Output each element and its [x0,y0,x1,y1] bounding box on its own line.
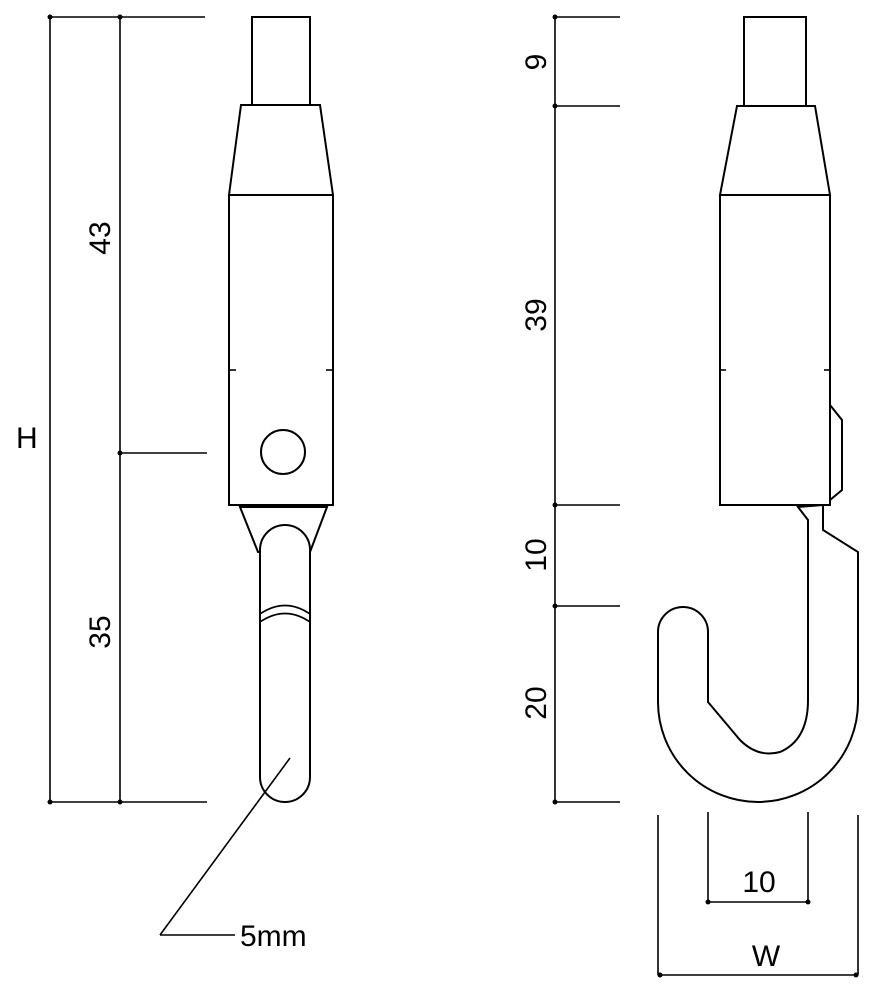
dim-neck-label: 10 [520,538,553,571]
right-view-part [657,16,859,803]
left-dimensions: H 43 35 [16,14,207,805]
hook [657,503,859,803]
dim-body-label: 39 [520,298,553,331]
dim-upper-label: 43 [84,221,117,254]
dim-total-label: H [16,422,38,455]
dim-top-label: 9 [520,54,553,71]
dim-width-label: W [752,940,781,973]
dim-lower-label: 35 [84,615,117,648]
right-dimensions: 9 39 10 20 W 10 [520,14,859,978]
dim-inner-width-label: 10 [742,866,775,899]
left-view-part: 5mm [159,16,335,953]
pin [259,524,311,803]
pin-note-label: 5mm [240,920,307,953]
dim-hook-label: 20 [520,686,553,719]
rivet-hole [260,429,306,475]
